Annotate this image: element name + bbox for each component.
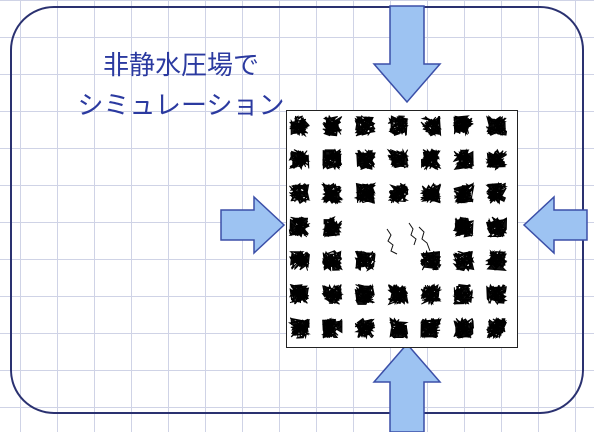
polymer-blob bbox=[387, 283, 409, 306]
polymer-blob bbox=[420, 115, 443, 137]
polymer-blob bbox=[453, 316, 474, 339]
polymer-blob bbox=[321, 283, 344, 305]
slide-title: 非静水圧場で シミュレーション bbox=[50, 46, 312, 126]
polymer-blob bbox=[452, 250, 475, 272]
polymer-blob bbox=[452, 115, 474, 137]
polymer-blob bbox=[320, 181, 344, 205]
polymer-blob bbox=[288, 216, 311, 238]
polymer-blob bbox=[354, 317, 376, 340]
polymer-blob bbox=[452, 148, 475, 170]
polymer-blob bbox=[321, 317, 343, 339]
polymer-blob bbox=[485, 216, 508, 238]
polymer-blob bbox=[353, 182, 377, 204]
polymer-blob bbox=[485, 114, 508, 137]
compression-arrow-left bbox=[220, 195, 286, 255]
compression-arrow-top bbox=[372, 5, 442, 104]
polymer-blob bbox=[486, 283, 508, 306]
polymer-chain-lattice bbox=[288, 114, 508, 340]
polymer-blob bbox=[452, 216, 475, 238]
polymer-blob bbox=[453, 182, 475, 204]
title-line-2: シミュレーション bbox=[77, 91, 285, 121]
simulation-snapshot bbox=[286, 110, 518, 348]
free-chain bbox=[386, 228, 398, 255]
polymer-blob bbox=[420, 317, 442, 339]
polymer-blob bbox=[321, 250, 343, 272]
polymer-blob bbox=[387, 115, 409, 137]
polymer-blob bbox=[485, 249, 508, 272]
polymer-blob bbox=[355, 149, 376, 170]
free-chain bbox=[418, 226, 431, 252]
polymer-blob bbox=[452, 283, 474, 305]
polymer-blob bbox=[419, 182, 442, 204]
polymer-blob bbox=[289, 115, 310, 138]
polymer-blob bbox=[289, 250, 310, 271]
polymer-blob bbox=[322, 114, 343, 137]
polymer-blob bbox=[354, 250, 376, 272]
title-line-1: 非静水圧場で bbox=[102, 51, 259, 81]
polymer-blob bbox=[354, 114, 376, 137]
polymer-blob bbox=[288, 149, 311, 171]
free-chain bbox=[408, 222, 417, 246]
polymer-blob bbox=[288, 284, 310, 305]
polymer-blob bbox=[322, 148, 343, 171]
polymer-blob bbox=[388, 182, 409, 205]
compression-arrow-right bbox=[522, 195, 588, 255]
polymer-blob bbox=[419, 249, 442, 271]
polymer-blob bbox=[420, 283, 443, 306]
compression-arrow-bottom bbox=[372, 342, 442, 432]
polymer-blob bbox=[289, 182, 311, 205]
polymer-blob bbox=[389, 317, 409, 340]
polymer-blob bbox=[486, 316, 507, 340]
polymer-blob bbox=[386, 148, 410, 169]
polymer-blob bbox=[288, 317, 311, 340]
polymer-blob bbox=[354, 283, 375, 305]
polymer-blob bbox=[485, 148, 508, 171]
polymer-blob bbox=[485, 181, 508, 205]
polymer-blob bbox=[420, 148, 442, 171]
polymer-blob bbox=[322, 216, 343, 238]
